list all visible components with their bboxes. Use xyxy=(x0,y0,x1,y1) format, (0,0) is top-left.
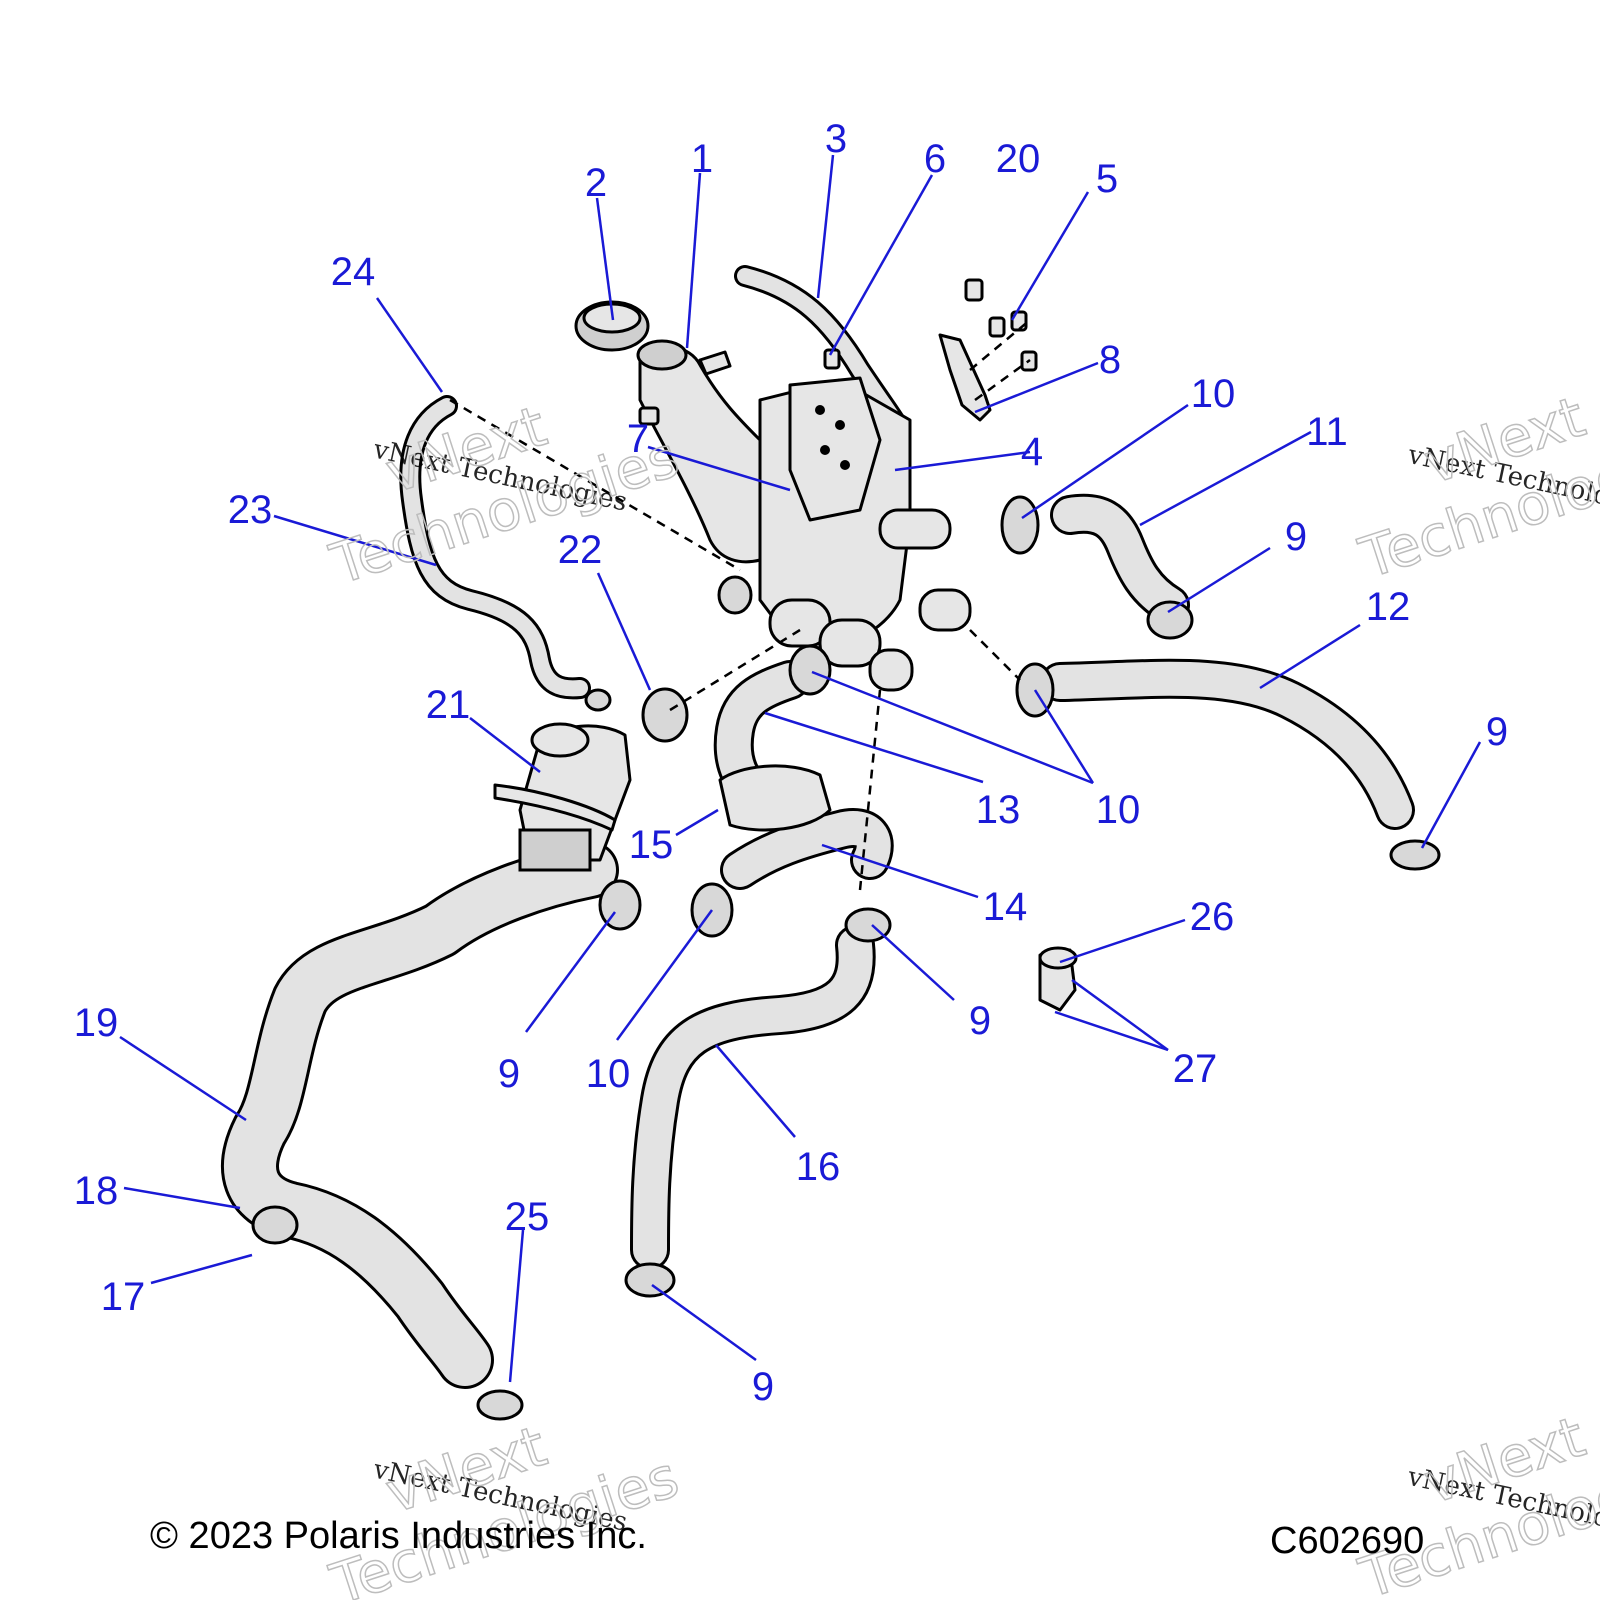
callout-9-d: 9 xyxy=(969,999,991,1043)
callout-12: 12 xyxy=(1366,585,1411,629)
bracket-part-8 xyxy=(938,333,992,422)
hose-part-12 xyxy=(1040,658,1415,830)
hose-part-14 xyxy=(720,808,894,890)
callout-10-b: 10 xyxy=(1096,788,1141,832)
callout-9-c: 9 xyxy=(498,1052,520,1096)
callout-15: 15 xyxy=(629,823,674,867)
callout-27: 27 xyxy=(1173,1047,1218,1091)
callout-3: 3 xyxy=(825,117,847,161)
callout-16: 16 xyxy=(796,1145,841,1189)
callout-18: 18 xyxy=(74,1169,119,1213)
callout-9-e: 9 xyxy=(752,1365,774,1409)
callout-26: 26 xyxy=(1190,895,1235,939)
callout-10-c: 10 xyxy=(586,1052,631,1096)
callout-23: 23 xyxy=(228,488,273,532)
copyright-notice: © 2023 Polaris Industries Inc. xyxy=(150,1515,647,1557)
junction-part-15 xyxy=(718,764,832,832)
callout-24: 24 xyxy=(331,250,376,294)
callout-25: 25 xyxy=(505,1195,550,1239)
callout-19: 19 xyxy=(74,1001,119,1045)
callout-6: 6 xyxy=(924,137,946,181)
filler-neck-part-21 xyxy=(493,722,632,872)
callout-11: 11 xyxy=(1306,410,1348,454)
callout-17: 17 xyxy=(101,1275,146,1319)
fitting-part-26 xyxy=(1038,946,1078,1012)
callout-22: 22 xyxy=(558,528,603,572)
vent-hose-part-23 xyxy=(399,395,591,700)
callout-10-a: 10 xyxy=(1191,372,1236,416)
callout-21: 21 xyxy=(426,683,471,727)
callout-14: 14 xyxy=(983,885,1028,929)
leader-lines xyxy=(119,154,1482,1383)
callout-13: 13 xyxy=(976,788,1021,832)
hose-part-16 xyxy=(630,925,876,1270)
housing-outlets xyxy=(768,508,972,692)
coolant-reservoir-part-1 xyxy=(636,339,762,564)
callout-7: 7 xyxy=(627,417,649,461)
callout-20: 20 xyxy=(996,137,1041,181)
elbow-hose-part-11 xyxy=(1050,493,1190,625)
callout-1: 1 xyxy=(691,137,713,181)
drawing-number: C602690 xyxy=(1270,1520,1424,1562)
callout-2: 2 xyxy=(585,161,607,205)
callout-9-b: 9 xyxy=(1486,710,1508,754)
callout-9-a: 9 xyxy=(1285,515,1307,559)
callout-4: 4 xyxy=(1021,430,1043,474)
assembly-dash-lines xyxy=(449,319,1031,891)
hose-part-19 xyxy=(221,841,619,1389)
callout-5: 5 xyxy=(1096,157,1118,201)
callout-8: 8 xyxy=(1099,338,1121,382)
callout-numbers: 1 2 3 4 5 6 7 8 9 9 9 9 9 10 10 10 11 12… xyxy=(74,117,1508,1409)
